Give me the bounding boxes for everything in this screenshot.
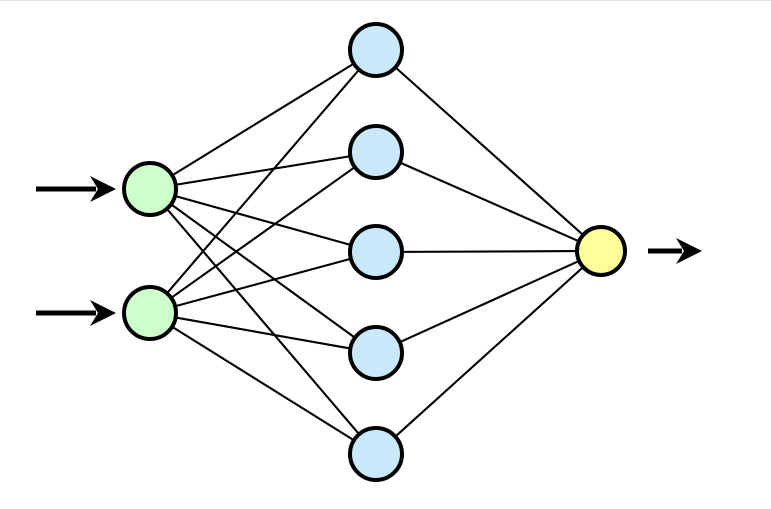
- edge-i1-h5: [166, 208, 360, 435]
- edge-i1-h2: [175, 155, 351, 186]
- edge-h1-o1: [395, 66, 584, 236]
- edge-h3-o1: [401, 250, 578, 253]
- node-h2-hidden[interactable]: [348, 124, 404, 180]
- edge-h2-o1: [399, 161, 580, 242]
- edge-i2-h5: [171, 326, 355, 441]
- node-h5-hidden[interactable]: [348, 426, 404, 482]
- node-h3-hidden[interactable]: [348, 224, 404, 280]
- edge-h4-o1: [399, 260, 580, 343]
- edge-i2-h2: [170, 166, 356, 299]
- node-o1-output[interactable]: [575, 225, 627, 277]
- output-arrow-head-icon: [676, 238, 702, 264]
- edge-i2-h1: [166, 69, 360, 294]
- arrows-group: [36, 176, 702, 326]
- node-h1-hidden[interactable]: [348, 22, 404, 78]
- edge-h5-o1: [394, 266, 584, 437]
- input-arrow-top-head-icon: [90, 176, 116, 202]
- edges-group: [166, 63, 584, 441]
- node-i2-input[interactable]: [122, 285, 178, 341]
- edge-i2-h4: [175, 316, 351, 350]
- input-arrow-bottom: [36, 300, 116, 326]
- input-arrow-top: [36, 176, 116, 202]
- output-arrow: [648, 238, 702, 264]
- input-arrow-bottom-head-icon: [90, 300, 116, 326]
- edge-i1-h1: [171, 63, 355, 176]
- edge-i1-h4: [170, 203, 356, 339]
- node-i1-input[interactable]: [122, 161, 178, 217]
- node-h4-hidden[interactable]: [348, 325, 404, 381]
- edge-i2-h3: [175, 257, 351, 308]
- edge-i1-h3: [174, 195, 352, 246]
- nodes-group: [122, 22, 627, 482]
